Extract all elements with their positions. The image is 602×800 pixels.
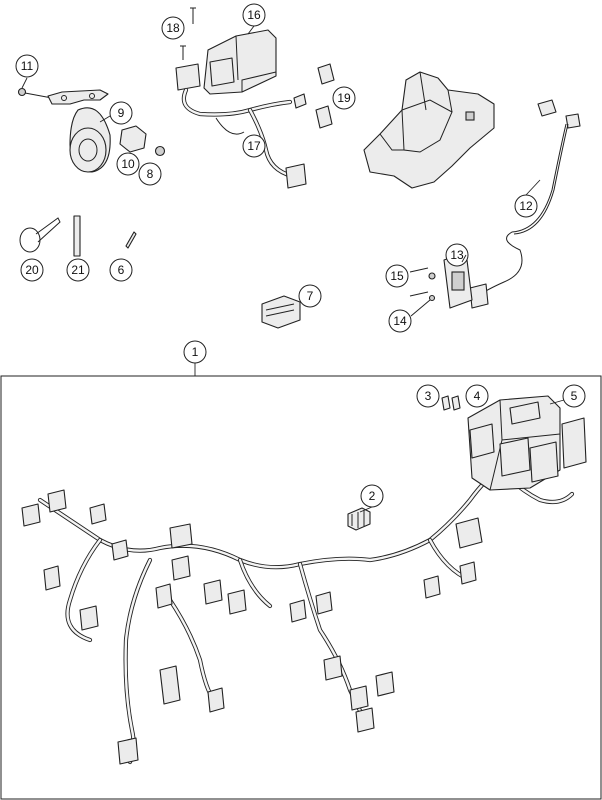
- svg-text:15: 15: [390, 269, 404, 283]
- leader-lines: [99, 25, 565, 513]
- svg-text:7: 7: [307, 289, 314, 303]
- callout-5: 5: [562, 384, 586, 408]
- main-wiring-harness: [21, 395, 587, 765]
- main-harness-frame: [0, 375, 602, 800]
- callout-12: 12: [514, 194, 538, 218]
- callout-1: 1: [183, 340, 207, 364]
- sensor-cable: [469, 99, 581, 309]
- svg-text:19: 19: [337, 91, 351, 105]
- callout-9: 9: [109, 101, 133, 125]
- callout-13: 13: [445, 243, 469, 267]
- svg-text:17: 17: [247, 139, 261, 153]
- callout-11: 11: [15, 54, 39, 78]
- callout-17: 17: [242, 134, 266, 158]
- svg-text:14: 14: [393, 314, 407, 328]
- callout-6: 6: [109, 258, 133, 282]
- svg-text:16: 16: [247, 8, 261, 22]
- svg-text:3: 3: [425, 389, 432, 403]
- callout-15: 15: [385, 264, 409, 288]
- svg-text:5: 5: [571, 389, 578, 403]
- callout-4: 4: [465, 384, 489, 408]
- svg-text:10: 10: [121, 157, 135, 171]
- svg-text:21: 21: [71, 263, 85, 277]
- svg-text:9: 9: [118, 106, 125, 120]
- small-parts: [19, 215, 137, 257]
- callout-3: 3: [416, 384, 440, 408]
- callout-10: 10: [116, 152, 140, 176]
- callout-18: 18: [161, 16, 185, 40]
- svg-text:8: 8: [147, 167, 154, 181]
- electronics-holder: [363, 71, 495, 189]
- svg-text:4: 4: [474, 389, 481, 403]
- callout-14: 14: [388, 309, 412, 333]
- svg-text:13: 13: [450, 248, 464, 262]
- callout-16: 16: [242, 3, 266, 27]
- callout-7: 7: [298, 284, 322, 308]
- callout-2: 2: [360, 484, 384, 508]
- relay-bracket: [409, 251, 473, 309]
- svg-text:18: 18: [166, 21, 180, 35]
- callout-21: 21: [66, 258, 90, 282]
- svg-text:2: 2: [369, 489, 376, 503]
- svg-text:6: 6: [118, 263, 125, 277]
- horn-assembly: [17, 77, 166, 173]
- callout-20: 20: [20, 258, 44, 282]
- svg-text:11: 11: [21, 59, 34, 73]
- svg-text:20: 20: [25, 263, 39, 277]
- callout-19: 19: [332, 86, 356, 110]
- svg-text:1: 1: [192, 345, 199, 359]
- connector-block: [261, 295, 301, 329]
- callout-8: 8: [138, 162, 162, 186]
- svg-text:12: 12: [519, 199, 533, 213]
- control-unit-assembly: [175, 7, 335, 189]
